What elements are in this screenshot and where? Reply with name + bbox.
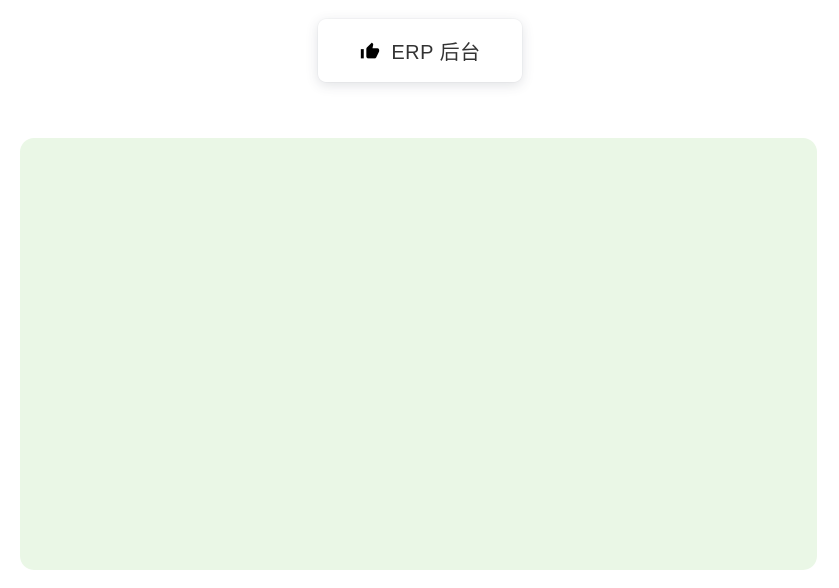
- root-node[interactable]: ERP 后台: [318, 19, 522, 82]
- branches-background-panel: [20, 138, 817, 570]
- root-node-label: ERP 后台: [391, 42, 481, 64]
- thumbs-up-icon: [359, 40, 381, 62]
